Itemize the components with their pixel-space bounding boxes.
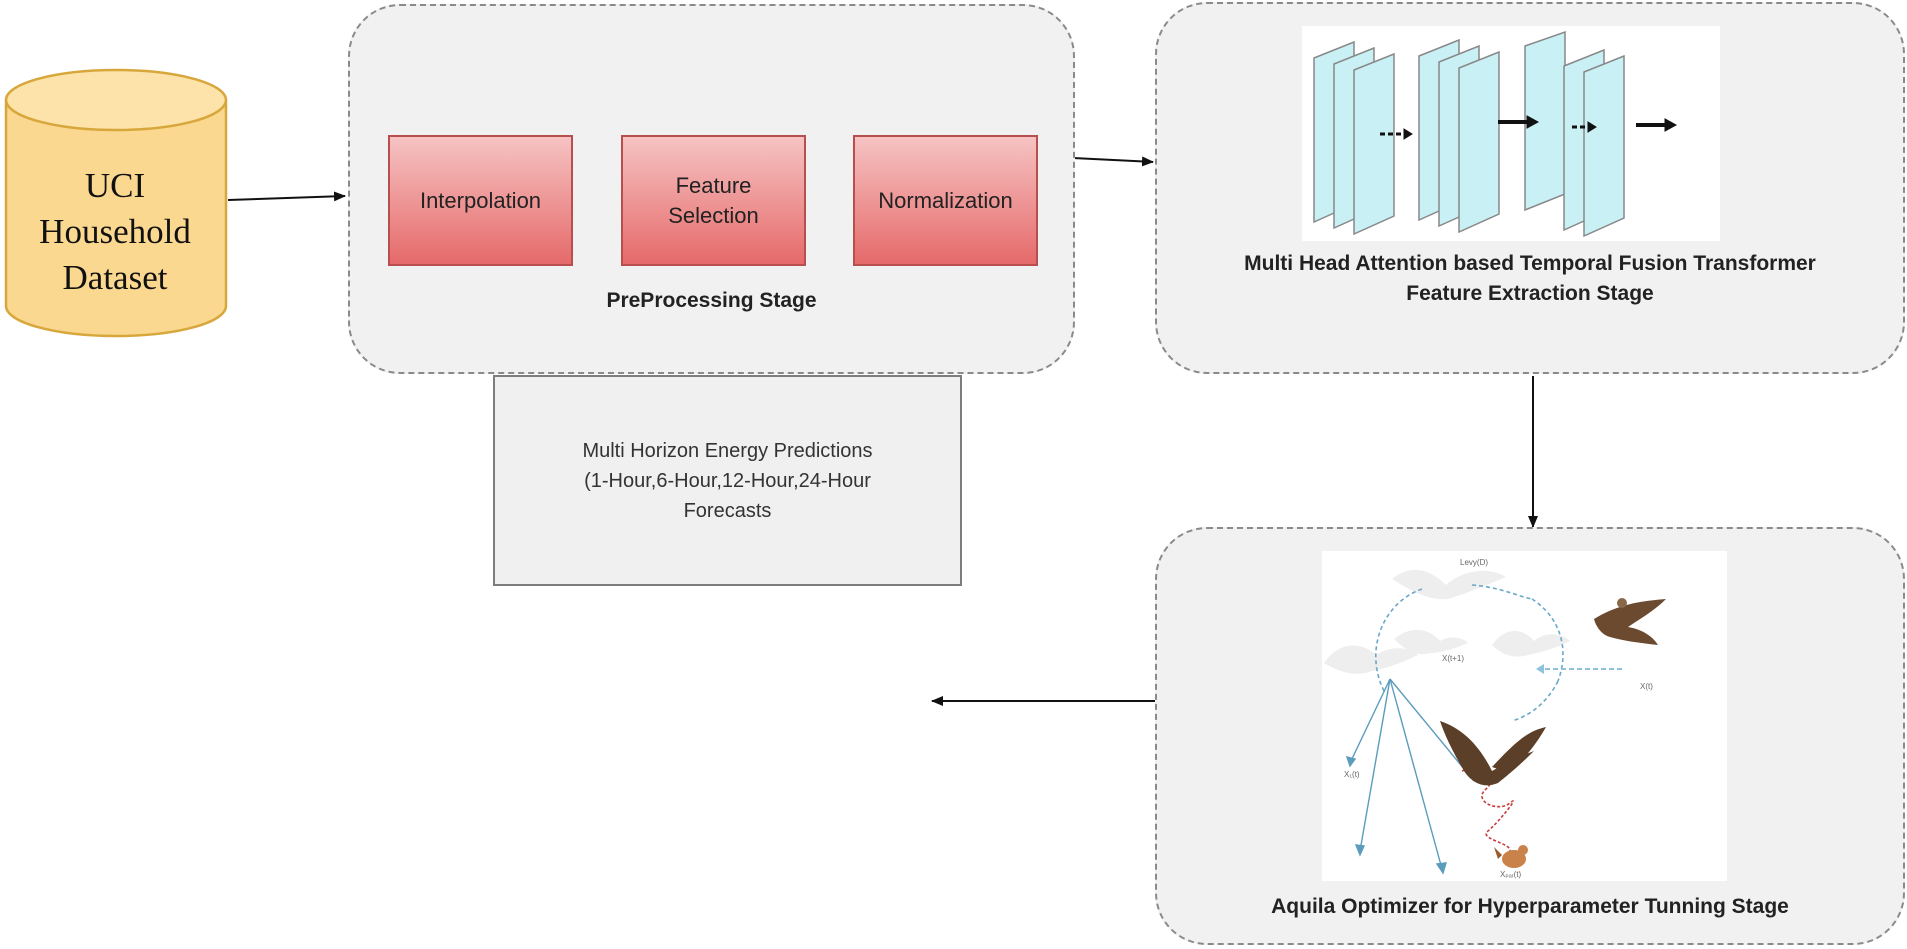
feature-extraction-title-line-2: Feature Extraction Stage (1406, 282, 1654, 305)
preprocessing-stage: Interpolation Feature Selection Normaliz… (348, 4, 1075, 374)
hen-icon (1494, 845, 1528, 868)
step-interpolation-label: Interpolation (419, 187, 542, 213)
orbit-paths (1375, 584, 1564, 722)
label-x1-t: X₁(t) (1344, 770, 1360, 779)
multi-horizon-predictions-box: Multi Horizon Energy Predictions (1-Hour… (493, 375, 962, 586)
search-vectors (1345, 678, 1475, 875)
predictions-label-line-1: Multi Horizon Energy Predictions (582, 439, 873, 462)
arrow-preprocessing-to-extraction (1072, 156, 1154, 167)
predictions-label-line-2: (1-Hour,6-Hour,12-Hour,24-Hour (584, 469, 871, 492)
dataset-label-line-1: UCI (84, 166, 146, 205)
ghost-bird-icon (1324, 569, 1570, 674)
label-x-t-plus-1: X(t+1) (1442, 654, 1464, 663)
layer-group-2 (1418, 38, 1500, 234)
step-feature-selection-label-2: Selection (668, 202, 759, 228)
optimizer-stage: Levy(D) X(t+1) X(t) X₁(t) Xₚₐᵣ(t) Aquila… (1155, 527, 1905, 945)
label-x-prey-t: Xₚₐᵣ(t) (1500, 870, 1522, 879)
spiral-descent-path (1461, 767, 1515, 852)
label-x-t: X(t) (1640, 682, 1653, 691)
preprocessing-stage-title: PreProcessing Stage (606, 289, 817, 312)
attacking-eagle-icon (1440, 721, 1546, 786)
step-feature-selection-label-1: Feature (675, 172, 752, 198)
step-normalization-label: Normalization (878, 187, 1013, 213)
database-icon (4, 68, 228, 338)
layer-arrows (1380, 115, 1678, 140)
arrow-dataset-to-preprocessing (227, 191, 346, 202)
step-feature-selection: Feature Selection (621, 135, 806, 266)
step-normalization: Normalization (853, 135, 1038, 266)
dataset-cylinder: UCI Household Dataset (4, 68, 228, 338)
dataset-label-line-2: Household (39, 212, 191, 251)
layer-group-4 (1563, 48, 1625, 238)
label-levy: Levy(D) (1460, 558, 1488, 567)
feature-extraction-stage: Multi Head Attention based Temporal Fusi… (1155, 2, 1905, 374)
optimizer-stage-title: Aquila Optimizer for Hyperparameter Tunn… (1271, 895, 1789, 918)
layer-group-1 (1313, 40, 1395, 236)
dataset-label-line-3: Dataset (62, 258, 168, 297)
aquila-optimizer-illustration: Levy(D) X(t+1) X(t) X₁(t) Xₚₐᵣ(t) (1322, 551, 1727, 881)
step-interpolation: Interpolation (388, 135, 573, 266)
feature-extraction-title-line-1: Multi Head Attention based Temporal Fusi… (1244, 252, 1816, 275)
transformer-layers-illustration (1302, 26, 1720, 241)
predictions-label-line-3: Forecasts (683, 499, 772, 522)
eagle-icon (1594, 598, 1666, 645)
